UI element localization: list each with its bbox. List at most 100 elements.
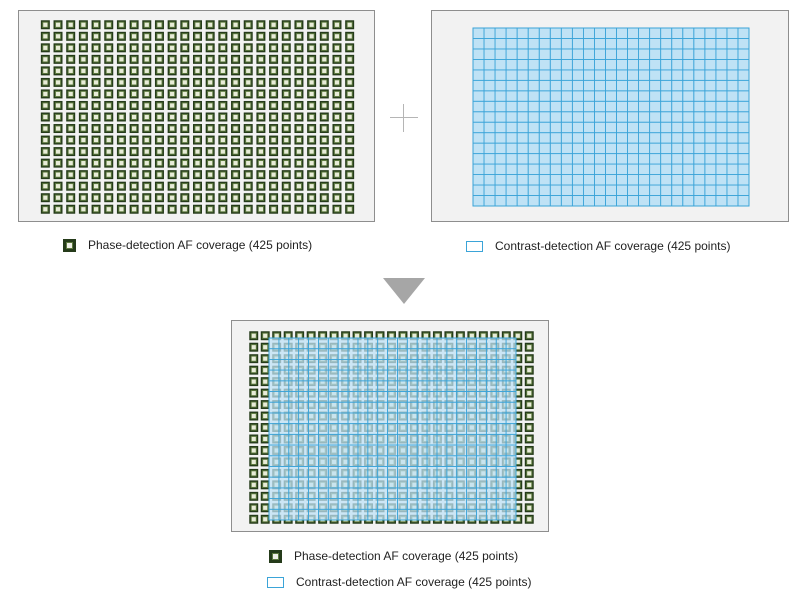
phase-af-point (260, 365, 270, 375)
phase-af-point (455, 331, 465, 341)
phase-af-point (104, 135, 114, 145)
phase-af-point (104, 112, 114, 122)
phase-af-point (40, 31, 50, 41)
phase-af-point (319, 181, 329, 191)
phase-af-point (193, 112, 202, 122)
phase-af-point (129, 181, 139, 191)
phase-af-point (281, 77, 291, 87)
phase-af-point (66, 66, 76, 76)
phase-af-point (193, 54, 202, 64)
phase-af-point (129, 124, 139, 134)
phase-af-point (53, 135, 63, 145)
phase-af-point (345, 20, 355, 30)
phase-af-point (513, 377, 523, 387)
phase-af-point (91, 170, 101, 180)
phase-af-point (269, 77, 279, 87)
phase-af-point (40, 135, 50, 145)
phase-af-point (205, 112, 215, 122)
phase-af-point (180, 135, 190, 145)
phase-af-point (490, 331, 500, 341)
phase-af-point (294, 54, 304, 64)
phase-af-point (524, 411, 534, 421)
phase-af-point (154, 147, 164, 157)
legend-contrast-label: Contrast-detection AF coverage (425 poin… (296, 575, 532, 589)
phase-af-point (142, 20, 152, 30)
phase-af-point (78, 89, 88, 99)
phase-af-point (513, 457, 523, 467)
phase-af-point (116, 112, 126, 122)
phase-af-point (167, 135, 177, 145)
phase-af-point (269, 54, 279, 64)
phase-af-point (332, 158, 342, 168)
phase-af-point (180, 77, 190, 87)
phase-af-point (231, 204, 241, 214)
phase-af-point (281, 20, 291, 30)
phase-af-point (66, 31, 76, 41)
phase-af-point (129, 20, 139, 30)
phase-af-point (307, 66, 317, 76)
phase-af-point (91, 204, 101, 214)
phase-af-point (307, 77, 317, 87)
phase-af-point (319, 170, 329, 180)
phase-af-point (281, 43, 291, 53)
phase-af-point (78, 100, 88, 110)
phase-af-point (319, 89, 329, 99)
phase-af-point (78, 43, 88, 53)
contrast-af-area (505, 508, 517, 521)
phase-af-point (444, 331, 454, 341)
phase-af-point (53, 204, 63, 214)
phase-af-point (256, 170, 266, 180)
phase-af-point (66, 158, 76, 168)
phase-af-point (167, 112, 177, 122)
phase-af-point (205, 43, 215, 53)
phase-af-point (256, 100, 266, 110)
contrast-af-area-icon (267, 576, 284, 588)
phase-af-point (478, 331, 488, 341)
phase-af-point (116, 43, 126, 53)
phase-af-point (180, 204, 190, 214)
phase-af-point (332, 54, 342, 64)
phase-af-point (154, 193, 164, 203)
phase-af-point (243, 100, 253, 110)
phase-af-point (256, 124, 266, 134)
phase-af-point (307, 158, 317, 168)
phase-af-point (218, 147, 228, 157)
phase-af-point (180, 100, 190, 110)
phase-af-point (256, 89, 266, 99)
phase-af-point (294, 31, 304, 41)
phase-af-point (524, 331, 534, 341)
phase-af-point (193, 89, 202, 99)
phase-af-point (307, 204, 317, 214)
combined-coverage-panel (231, 320, 549, 532)
phase-af-point (205, 158, 215, 168)
phase-af-point (524, 388, 534, 398)
phase-af-point (332, 43, 342, 53)
phase-af-point-icon (269, 549, 282, 563)
phase-af-point (193, 100, 202, 110)
phase-af-point (513, 514, 523, 524)
phase-af-point (231, 20, 241, 30)
phase-af-point (142, 124, 152, 134)
phase-af-point (281, 31, 291, 41)
phase-af-point (513, 480, 523, 490)
phase-af-point (260, 503, 270, 513)
phase-af-point (269, 31, 279, 41)
phase-af-point (180, 158, 190, 168)
phase-af-point (66, 112, 76, 122)
phase-af-point (269, 100, 279, 110)
phase-af-point (205, 181, 215, 191)
phase-af-point (180, 170, 190, 180)
phase-af-point (116, 170, 126, 180)
phase-af-point (307, 124, 317, 134)
phase-af-point (180, 147, 190, 157)
phase-af-point (218, 66, 228, 76)
phase-af-point (243, 112, 253, 122)
phase-af-point (142, 181, 152, 191)
phase-af-point (319, 43, 329, 53)
phase-af-point (243, 20, 253, 30)
phase-af-point (40, 20, 50, 30)
phase-af-point (78, 112, 88, 122)
phase-af-point (205, 170, 215, 180)
phase-af-point (243, 43, 253, 53)
phase-af-point (116, 204, 126, 214)
